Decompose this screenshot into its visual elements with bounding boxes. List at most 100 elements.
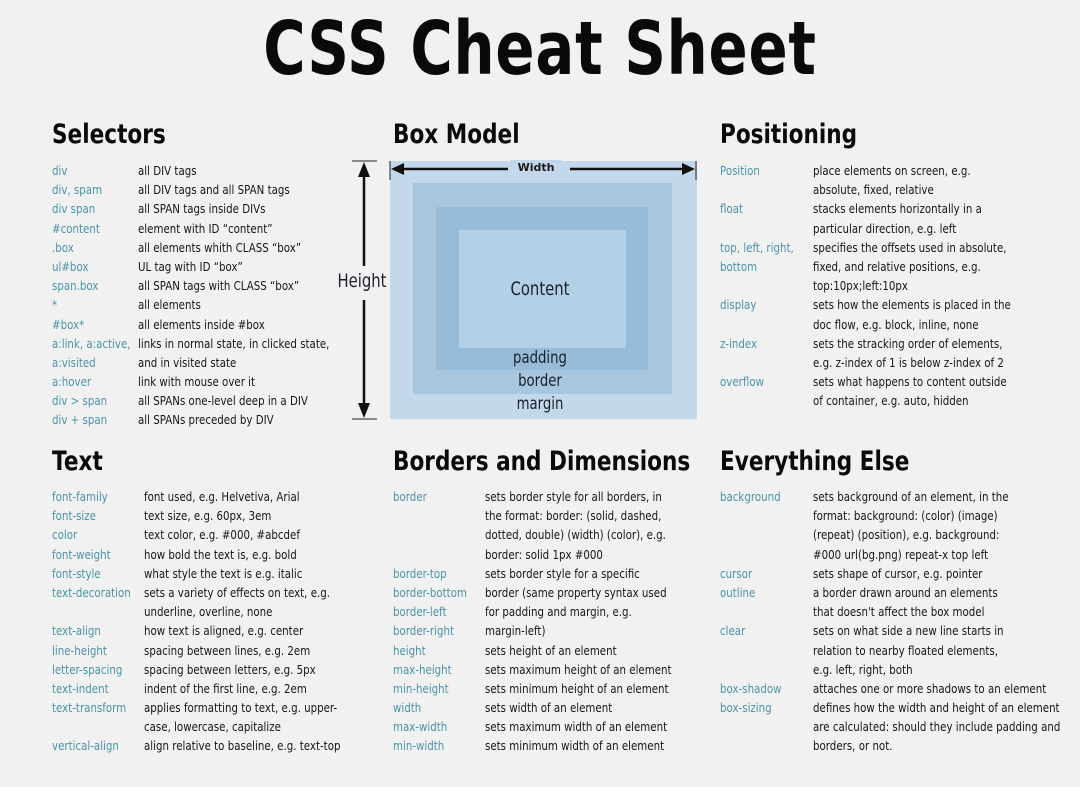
property-name: a:hover xyxy=(52,374,92,390)
property-description: all SPAN tags inside DIVs xyxy=(138,201,266,217)
property-description: border: solid 1px #000 xyxy=(485,546,603,562)
page-title: CSS Cheat Sheet xyxy=(263,6,817,92)
property-description: font used, e.g. Helvetiva, Arial xyxy=(144,489,300,504)
content-label: Content xyxy=(510,278,570,300)
property-description: all elements xyxy=(138,297,201,313)
property-description: sets what happens to content outside xyxy=(813,374,1007,390)
property-name: border-bottom xyxy=(393,584,467,600)
property-description: a border drawn around an elements xyxy=(813,584,998,600)
content-area xyxy=(459,230,626,348)
property-description: attaches one or more shadows to an eleme… xyxy=(813,680,1047,696)
property-description: all SPANs preceded by DIV xyxy=(138,412,274,428)
property-name: max-height xyxy=(393,661,452,677)
property-name: font-style xyxy=(52,565,101,581)
property-name: font-size xyxy=(52,508,96,524)
property-name: bottom xyxy=(720,258,758,274)
property-description: #000 url(bg.png) repeat-x top left xyxy=(813,546,989,562)
property-description: UL tag with ID “box” xyxy=(138,258,243,274)
property-name: div + span xyxy=(52,412,108,428)
property-description: border (same property syntax used xyxy=(485,584,667,600)
property-name: div > span xyxy=(52,393,108,409)
property-description: sets border style for a specific xyxy=(485,565,640,581)
property-description: e.g. left, right, both xyxy=(813,661,913,677)
property-name: border-top xyxy=(393,565,447,581)
width-label: Width xyxy=(510,160,562,176)
property-name: overflow xyxy=(720,374,764,390)
property-description: doc flow, e.g. block, inline, none xyxy=(813,316,979,332)
property-description: borders, or not. xyxy=(813,738,893,754)
property-description: for padding and margin, e.g. xyxy=(485,604,632,620)
property-description: text size, e.g. 60px, 3em xyxy=(144,508,272,524)
property-description: spacing between letters, e.g. 5px xyxy=(144,661,316,677)
property-description: sets on what side a new line starts in xyxy=(813,623,1004,639)
property-description: e.g. z-index of 1 is below z-index of 2 xyxy=(813,354,1004,370)
property-description: the format: border: (solid, dashed, xyxy=(485,508,662,524)
property-name: border xyxy=(393,489,427,504)
property-description: sets a variety of effects on text, e.g. xyxy=(144,584,331,600)
heading-borders-dimensions: Borders and Dimensions xyxy=(393,446,691,477)
property-description: all DIV tags and all SPAN tags xyxy=(138,182,290,198)
property-description: link with mouse over it xyxy=(138,374,256,390)
property-description: all elements inside #box xyxy=(138,316,265,332)
property-name: cursor xyxy=(720,565,753,581)
property-description: text color, e.g. #000, #abcdef xyxy=(144,527,300,543)
property-description: that doesn't affect the box model xyxy=(813,604,985,620)
property-name: div, spam xyxy=(52,182,103,198)
property-name: text-align xyxy=(52,623,101,639)
property-name: background xyxy=(720,489,781,504)
property-description: element with ID “content” xyxy=(138,220,273,236)
property-name: z-index xyxy=(720,335,758,351)
property-name: box-shadow xyxy=(720,680,782,696)
heading-everything-else: Everything Else xyxy=(720,446,910,477)
property-description: sets minimum width of an element xyxy=(485,738,665,754)
padding-label: padding xyxy=(513,348,567,368)
property-description: what style the text is e.g. italic xyxy=(144,565,303,581)
property-description: spacing between lines, e.g. 2em xyxy=(144,642,311,658)
property-description: format: background: (color) (image) xyxy=(813,508,998,524)
property-description: particular direction, e.g. left xyxy=(813,220,957,236)
property-description: margin-left) xyxy=(485,623,546,639)
property-description: and in visited state xyxy=(138,354,237,370)
property-description: stacks elements horizontally in a xyxy=(813,201,982,217)
property-name: a:link, a:active, xyxy=(52,335,131,351)
property-name: font-weight xyxy=(52,546,111,562)
property-description: are calculated: should they include padd… xyxy=(813,719,1061,735)
property-name: letter-spacing xyxy=(52,661,123,677)
property-description: relation to nearby floated elements, xyxy=(813,642,998,658)
property-description: sets width of an element xyxy=(485,700,613,716)
property-description: all SPANs one-level deep in a DIV xyxy=(138,393,308,409)
property-name: min-height xyxy=(393,680,449,696)
property-name: Position xyxy=(720,163,760,178)
property-name: #content xyxy=(52,220,100,236)
property-description: sets shape of cursor, e.g. pointer xyxy=(813,565,983,581)
property-name: display xyxy=(720,297,757,313)
property-description: all SPAN tags with CLASS “box” xyxy=(138,278,300,294)
property-name: vertical-align xyxy=(52,738,119,754)
property-name: float xyxy=(720,201,744,217)
property-description: sets the stracking order of elements, xyxy=(813,335,1003,351)
border-label: border xyxy=(518,371,562,391)
property-name: text-indent xyxy=(52,680,109,696)
property-name: .box xyxy=(52,239,74,255)
property-description: top:10px;left:10px xyxy=(813,278,908,294)
property-name: outline xyxy=(720,584,756,600)
property-description: defines how the width and height of an e… xyxy=(813,700,1060,716)
property-description: absolute, fixed, relative xyxy=(813,182,934,198)
property-name: border-right xyxy=(393,623,454,639)
property-description: indent of the first line, e.g. 2em xyxy=(144,680,307,696)
property-description: sets how the elements is placed in the xyxy=(813,297,1011,313)
property-name: border-left xyxy=(393,604,447,620)
margin-label: margin xyxy=(516,394,564,414)
property-description: specifies the offsets used in absolute, xyxy=(813,239,1007,255)
property-description: how text is aligned, e.g. center xyxy=(144,623,304,639)
property-name: text-transform xyxy=(52,700,127,716)
property-name: a:visited xyxy=(52,354,96,370)
property-description: of container, e.g. auto, hidden xyxy=(813,393,969,409)
property-name: ul#box xyxy=(52,258,89,274)
heading-box-model: Box Model xyxy=(393,119,520,150)
property-description: place elements on screen, e.g. xyxy=(813,163,971,178)
property-description: applies formatting to text, e.g. upper- xyxy=(144,700,338,716)
property-description: sets maximum width of an element xyxy=(485,719,668,735)
